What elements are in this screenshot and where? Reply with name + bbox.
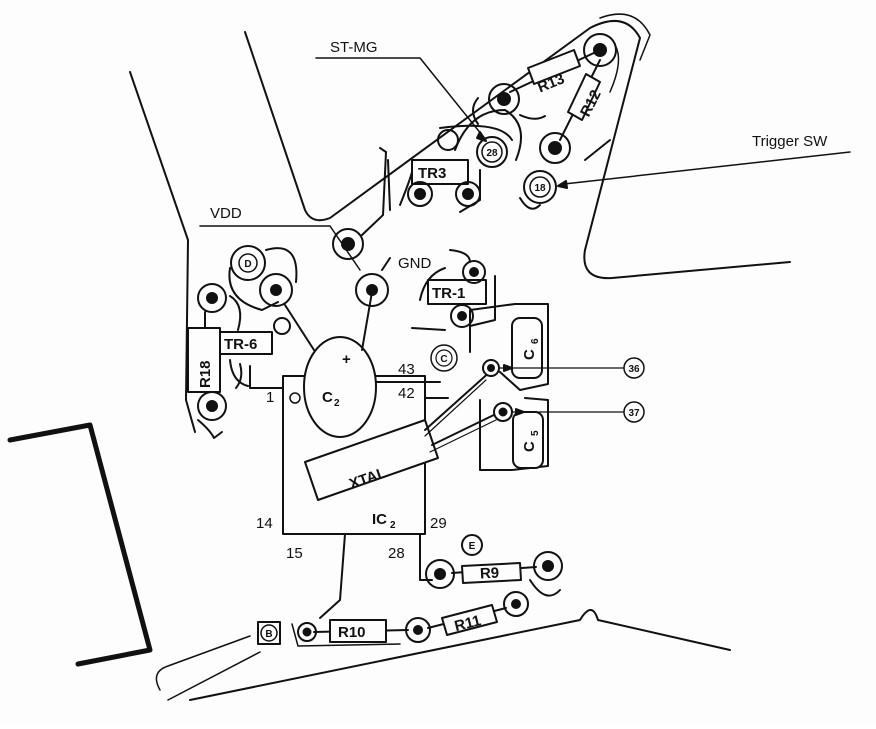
terminal-d: D xyxy=(244,259,251,270)
terminal-37: 37 xyxy=(628,408,640,419)
label-vdd: VDD xyxy=(210,205,242,222)
connector-bracket xyxy=(7,422,153,667)
tr1-transistor xyxy=(411,249,496,331)
label-trigger-sw: Trigger SW xyxy=(752,133,828,150)
r13-r12-cluster xyxy=(472,33,851,210)
terminal-markers: 28 18 36 37 D C E B xyxy=(238,141,645,642)
pin-15: 15 xyxy=(286,545,303,562)
c6-c5-block xyxy=(469,303,626,471)
terminal-18: 18 xyxy=(534,183,546,194)
terminal-36: 36 xyxy=(628,364,640,375)
c2-capacitor xyxy=(284,291,377,438)
xtal-crystal xyxy=(304,369,501,501)
label-r18: R18 xyxy=(197,360,214,388)
label-r9: R9 xyxy=(480,565,500,583)
label-st-mg: ST-MG xyxy=(330,39,378,56)
pin-43: 43 xyxy=(398,361,415,378)
terminal-c: C xyxy=(440,354,447,365)
label-gnd: GND xyxy=(398,255,432,272)
pin-42: 42 xyxy=(398,385,415,402)
label-ic2: IC xyxy=(372,511,387,528)
bottom-resistors xyxy=(257,534,563,647)
label-c6-sub: 6 xyxy=(530,338,541,344)
label-r10: R10 xyxy=(338,624,366,641)
label-ic2-sub: 2 xyxy=(390,520,396,531)
pin-1: 1 xyxy=(266,389,274,406)
terminal-28: 28 xyxy=(486,148,498,159)
terminal-e: E xyxy=(469,541,476,552)
label-plus: + xyxy=(342,351,351,368)
pin-14: 14 xyxy=(256,515,273,532)
vdd-d-cluster xyxy=(199,225,391,335)
label-r11: R11 xyxy=(453,612,483,635)
label-c6: C xyxy=(521,349,538,360)
label-tr3: TR3 xyxy=(418,165,446,182)
labels: ST-MG Trigger SW VDD GND R13 R12 TR3 TR-… xyxy=(197,39,828,641)
label-c2: C xyxy=(322,389,333,406)
pin-28: 28 xyxy=(388,545,405,562)
label-c2-sub: 2 xyxy=(334,398,340,409)
label-tr6: TR-6 xyxy=(224,336,257,353)
board-outline xyxy=(129,13,791,701)
pin-29: 29 xyxy=(430,515,447,532)
label-c5-sub: 5 xyxy=(530,430,541,436)
label-c5: C xyxy=(521,441,538,452)
label-tr1: TR-1 xyxy=(432,285,465,302)
terminal-b: B xyxy=(265,629,272,640)
r18-tr6-cluster xyxy=(187,283,273,439)
